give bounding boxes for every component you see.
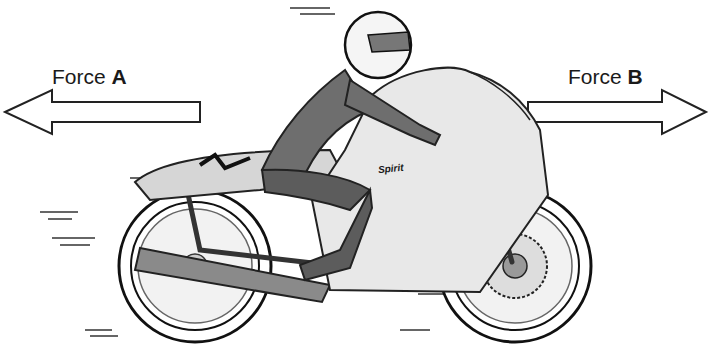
exhaust [135, 248, 330, 302]
seat-edge [200, 155, 250, 168]
rider [262, 12, 440, 280]
force-label: Force B [568, 66, 643, 87]
force-label: Force A [52, 66, 127, 87]
force-arrow-right [528, 90, 706, 134]
force-arrow-left [5, 90, 200, 134]
windscreen [470, 72, 530, 120]
